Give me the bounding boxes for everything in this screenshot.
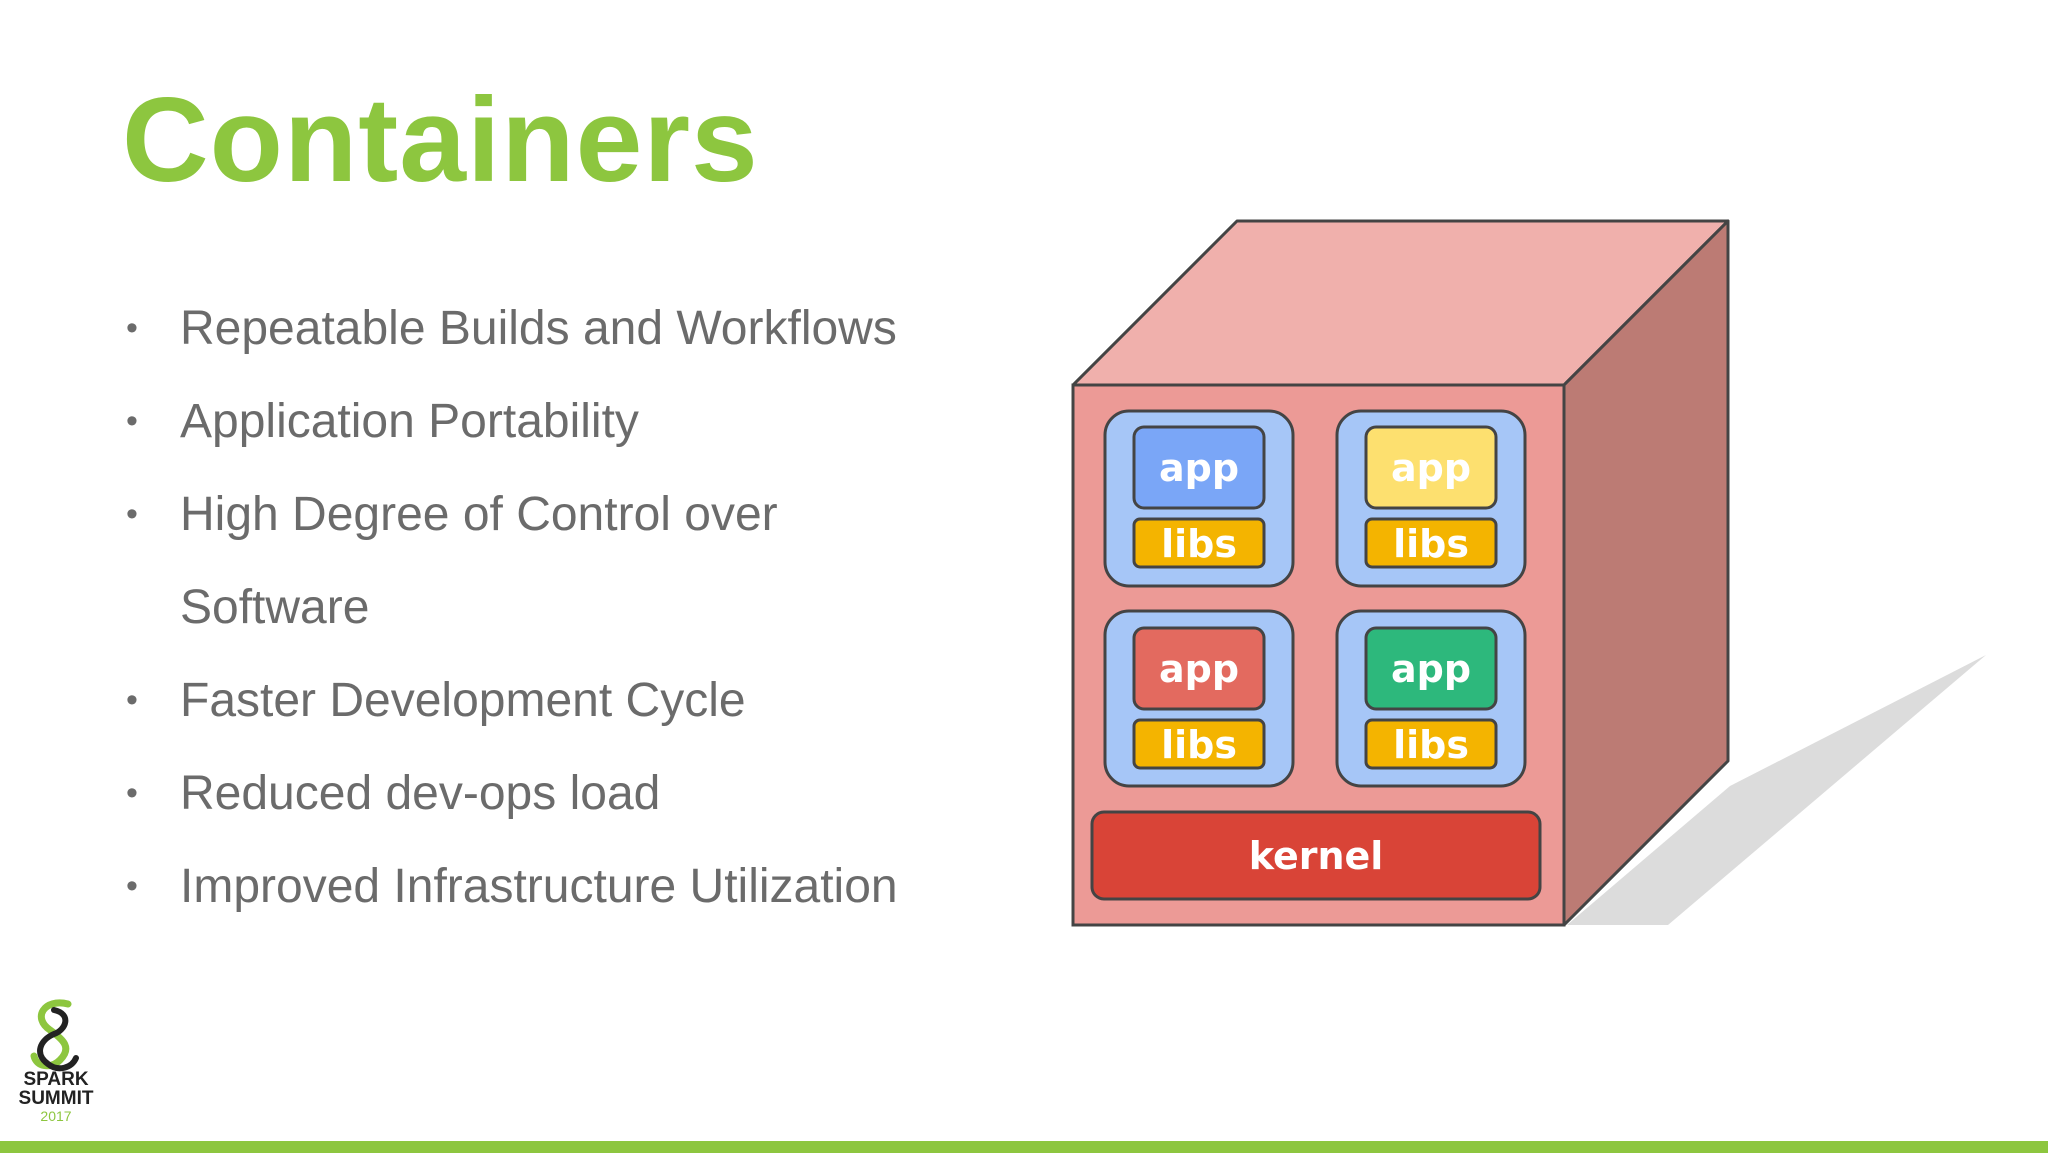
- libs-label: libs: [1393, 723, 1469, 767]
- kernel-label: kernel: [1249, 834, 1384, 878]
- bullet-dot-icon: •: [126, 774, 138, 812]
- spark-summit-logo-text: SPARK SUMMIT 2017: [8, 1070, 104, 1124]
- bullet-item: • Faster Development Cycle: [120, 654, 1020, 747]
- container-cell: app libs: [1335, 409, 1527, 588]
- bullet-text: Application Portability: [180, 395, 639, 448]
- bullet-text: Improved Infrastructure Utilization: [180, 860, 898, 913]
- libs-label: libs: [1393, 522, 1469, 566]
- libs-box: [1364, 517, 1498, 569]
- libs-label: libs: [1161, 522, 1237, 566]
- bullet-dot-icon: •: [126, 309, 138, 347]
- bullet-text: High Degree of Control over: [180, 488, 778, 541]
- bullet-dot-icon: •: [126, 495, 138, 533]
- app-box: [1132, 425, 1266, 510]
- libs-box: [1132, 517, 1266, 569]
- cube-shadow: [1567, 655, 1986, 925]
- logo-line-summit: SUMMIT: [18, 1088, 94, 1109]
- bullet-item: • Reduced dev-ops load: [120, 747, 1020, 840]
- logo-line-spark: SPARK: [23, 1069, 89, 1090]
- bullet-dot-icon: •: [126, 681, 138, 719]
- bullet-item: • Application Portability: [120, 375, 1020, 468]
- libs-label: libs: [1161, 723, 1237, 767]
- app-label: app: [1391, 446, 1471, 490]
- logo-year: 2017: [40, 1108, 72, 1124]
- bullet-text: Faster Development Cycle: [180, 674, 746, 727]
- bottom-accent-bar: [0, 1141, 2048, 1153]
- app-label: app: [1159, 446, 1239, 490]
- libs-box: [1132, 718, 1266, 770]
- slide-title: Containers: [122, 73, 759, 207]
- bullet-dot-icon: •: [126, 867, 138, 905]
- spark-summit-logo-icon: [30, 999, 79, 1072]
- app-box: [1132, 626, 1266, 711]
- bullet-item: • Repeatable Builds and Workflows: [120, 282, 1020, 375]
- kernel-box: [1090, 810, 1542, 901]
- app-box: [1364, 626, 1498, 711]
- bullet-item: • High Degree of Control over Software: [120, 468, 1020, 654]
- bullet-item: • Improved Infrastructure Utilization: [120, 840, 1020, 933]
- bullet-list: • Repeatable Builds and Workflows • Appl…: [120, 282, 1020, 933]
- bullet-text-continuation: Software: [180, 581, 370, 634]
- app-box: [1364, 425, 1498, 510]
- app-label: app: [1391, 647, 1471, 691]
- container-cell: app libs: [1103, 609, 1295, 788]
- app-label: app: [1159, 647, 1239, 691]
- bullet-text: Repeatable Builds and Workflows: [180, 302, 897, 355]
- bullet-dot-icon: •: [126, 402, 138, 440]
- libs-box: [1364, 718, 1498, 770]
- container-cell: app libs: [1335, 609, 1527, 788]
- container-cell: app libs: [1103, 409, 1295, 588]
- bullet-text: Reduced dev-ops load: [180, 767, 661, 820]
